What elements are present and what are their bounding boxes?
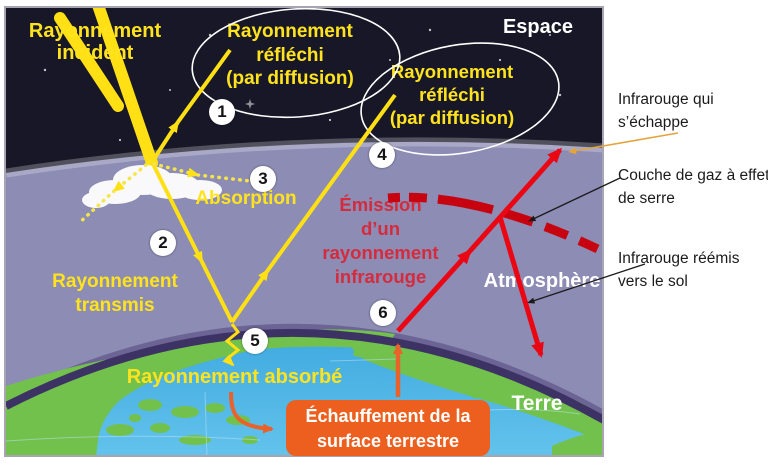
reflected1-label: Rayonnement réfléchi (par diffusion) <box>226 21 354 89</box>
annotation-gas-layer: Couche de gaz à effet de serre <box>618 167 768 207</box>
diagram-frame <box>4 6 604 457</box>
atmosphere-label: Atmosphère <box>483 270 601 292</box>
annotation-escape: Infrarouge qui s’échappe <box>618 91 714 131</box>
absorption-label: Absorption <box>195 188 297 209</box>
espace-label: Espace <box>502 16 574 38</box>
transmis-label: Rayonnement transmis <box>52 271 178 316</box>
incident-label: Rayonnement incident <box>28 20 162 64</box>
heat-box: Échauffement de la surface terrestre <box>286 400 490 456</box>
annotation-reemitted: Infrarouge réémis vers le sol <box>618 250 740 290</box>
step-marker-2: 2 <box>150 230 176 256</box>
emission-label: Émission d’un rayonnement infrarouge <box>322 194 439 287</box>
step-marker-1: 1 <box>209 99 235 125</box>
terre-label: Terre <box>511 392 563 415</box>
absorbe-label: Rayonnement absorbé <box>126 366 343 388</box>
step-marker-4: 4 <box>369 142 395 168</box>
step-marker-5: 5 <box>242 328 268 354</box>
step-marker-6: 6 <box>370 300 396 326</box>
step-marker-3: 3 <box>250 166 276 192</box>
reflected2-label: Rayonnement réfléchi (par diffusion) <box>389 61 515 128</box>
